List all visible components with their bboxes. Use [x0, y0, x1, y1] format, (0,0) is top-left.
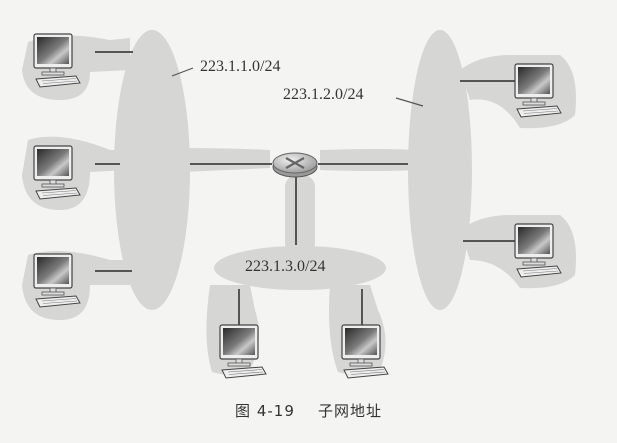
computer-icon	[219, 324, 267, 379]
figure-caption: 图 4-19 子网地址	[0, 400, 617, 421]
router-icon	[272, 152, 318, 178]
links	[95, 51, 515, 325]
subnet-1-label: 223.1.1.0/24	[200, 58, 281, 75]
figure-number: 图 4-19	[235, 402, 295, 420]
subnet-2-label: 223.1.2.0/24	[283, 86, 364, 103]
figure-title: 子网地址	[317, 402, 382, 420]
subnet-3-label: 223.1.3.0/24	[245, 258, 326, 275]
